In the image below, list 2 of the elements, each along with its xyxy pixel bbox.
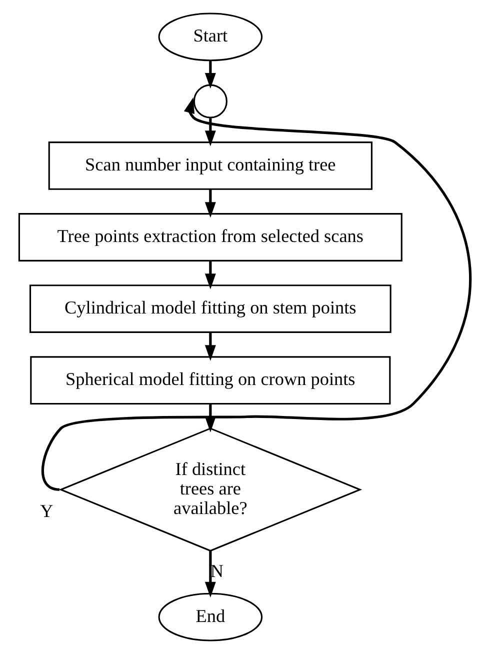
edge-label: Y [40, 501, 54, 522]
edge-label: N [210, 561, 224, 582]
